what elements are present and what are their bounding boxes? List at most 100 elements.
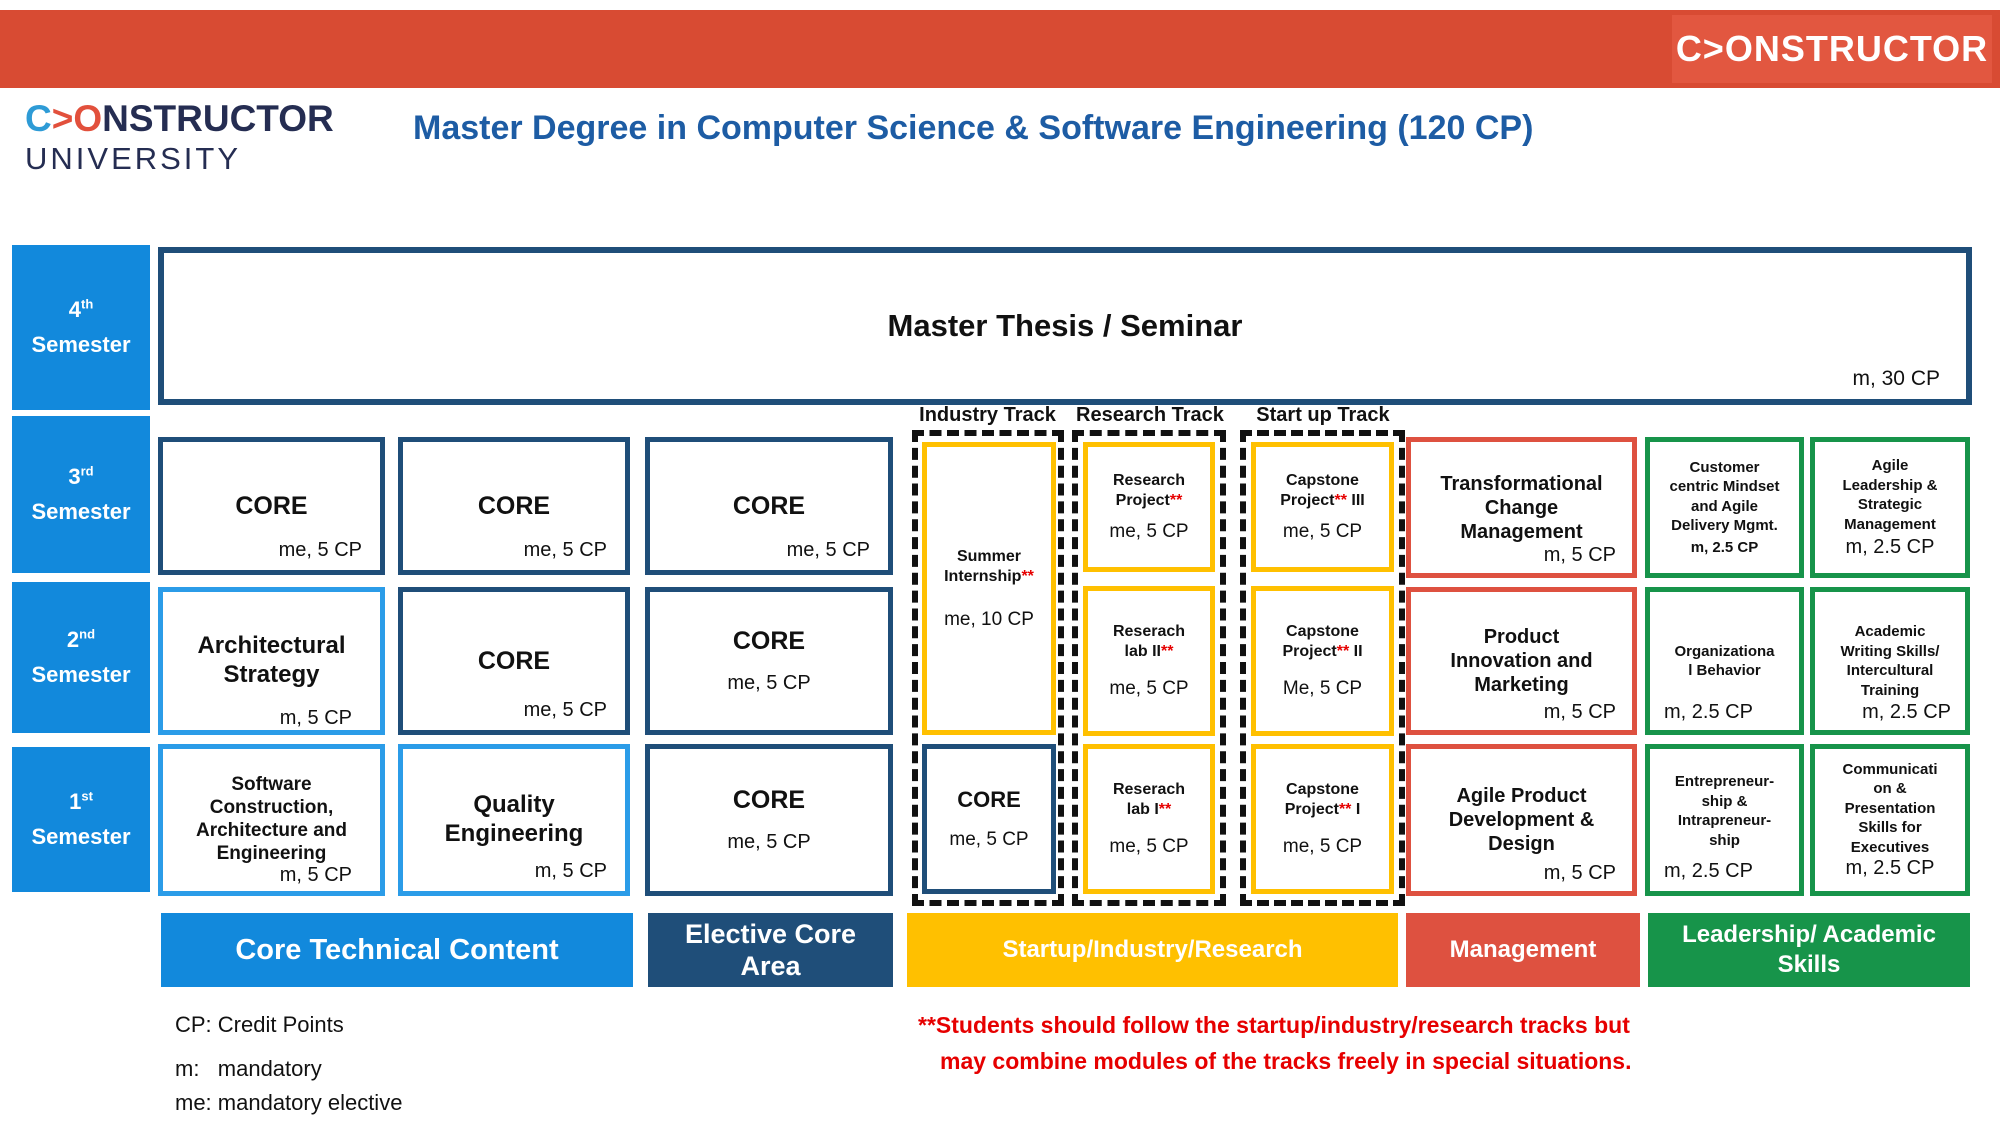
- module-credit: m, 2.5 CP: [1664, 860, 1753, 882]
- module-credit: Me, 5 CP: [1282, 678, 1363, 699]
- constructor-logo: C>ONSTRUCTOR: [1675, 28, 1989, 69]
- module-credit: m, 5 CP: [1543, 544, 1616, 566]
- module-architectural-strategy: Architectural Strategy m, 5 CP: [158, 587, 385, 735]
- module-title: CORE: [235, 491, 308, 520]
- module-title: Reserach lab I**: [1112, 781, 1186, 818]
- semester-ordinal: 3rd: [68, 464, 94, 490]
- double-asterisk-marker: **: [1158, 801, 1172, 818]
- page-title: Master Degree in Computer Science & Soft…: [413, 109, 1534, 147]
- module-credit: me, 5 CP: [786, 539, 870, 561]
- research-track-frame: [1072, 430, 1226, 906]
- logo-letter-o: O: [73, 98, 103, 139]
- module-core-3-3: CORE me, 5 CP: [645, 437, 893, 575]
- legend-me: me: mandatory elective: [175, 1090, 403, 1116]
- banner-startup-industry-research: Startup/Industry/Research: [907, 913, 1398, 987]
- module-summer-internship: Summer Internship** me, 10 CP: [922, 442, 1056, 735]
- university-logo-wordmark: C>ONSTRUCTOR: [25, 98, 334, 139]
- module-credit: m, 2.5 CP: [1845, 857, 1935, 880]
- module-credit: me, 5 CP: [1109, 521, 1189, 542]
- module-title: CORE: [732, 491, 806, 520]
- module-title: Research Project**: [1112, 472, 1186, 509]
- module-credit: m, 30 CP: [1852, 367, 1940, 390]
- module-title: Product Innovation and Marketing: [1450, 626, 1593, 696]
- module-credit: m, 2.5 CP: [1664, 701, 1753, 723]
- module-software-construction: Software Construction, Architecture and …: [158, 744, 385, 896]
- industry-track-label: Industry Track: [919, 404, 1056, 426]
- module-credit: me, 10 CP: [944, 608, 1034, 630]
- module-industry-core: CORE me, 5 CP: [922, 744, 1056, 894]
- module-organizational-behavior: Organizationa l Behavior m, 2.5 CP: [1645, 587, 1804, 735]
- semester-word: Semester: [31, 823, 131, 849]
- module-research-project: Research Project** me, 5 CP: [1083, 442, 1215, 572]
- module-title: Software Construction, Architecture and …: [196, 774, 347, 864]
- module-credit: me, 5 CP: [727, 672, 811, 694]
- module-agile-leadership: Agile Leadership & Strategic Management …: [1810, 437, 1970, 578]
- module-entrepreneurship: Entrepreneur- ship & Intrapreneur- ship …: [1645, 744, 1804, 896]
- university-logo-subline: UNIVERSITY: [25, 140, 242, 176]
- startup-track-label: Start up Track: [1256, 404, 1390, 426]
- module-title: Quality Engineering: [444, 791, 584, 847]
- semester-word: Semester: [31, 661, 131, 687]
- module-capstone-2: Capstone Project** II Me, 5 CP: [1251, 586, 1394, 736]
- module-credit: m, 5 CP: [279, 707, 352, 729]
- module-core-1-3: CORE me, 5 CP: [645, 744, 893, 896]
- module-credit: m, 5 CP: [1543, 701, 1616, 723]
- module-capstone-3: Capstone Project** III me, 5 CP: [1251, 442, 1394, 572]
- module-title: CORE: [477, 646, 551, 675]
- research-track-label: Research Track: [1076, 404, 1224, 426]
- constructor-logo-patch: C>ONSTRUCTOR: [1672, 15, 1992, 83]
- module-title: CORE: [477, 491, 551, 520]
- module-core-2-3: CORE me, 5 CP: [645, 587, 893, 735]
- module-credit: me, 5 CP: [1282, 836, 1363, 857]
- module-research-lab-1: Reserach lab I** me, 5 CP: [1083, 744, 1215, 894]
- module-customer-centric-mindset: Customer centric Mindset and Agile Deliv…: [1645, 437, 1804, 578]
- tracks-footnote: **Students should follow the startup/ind…: [918, 1008, 1632, 1079]
- semester-label-3rd: 3rd Semester: [12, 416, 150, 573]
- logo-letter-c: C: [25, 98, 52, 139]
- module-transformational-change: Transformational Change Management m, 5 …: [1406, 437, 1637, 578]
- module-core-3-1: CORE me, 5 CP: [158, 437, 385, 575]
- semester-word: Semester: [31, 498, 131, 524]
- legend: CP: Credit Points m: mandatory me: manda…: [175, 1008, 402, 1120]
- module-title: Organizationa l Behavior: [1674, 642, 1775, 680]
- module-credit: m, 2.5 CP: [1862, 701, 1951, 723]
- banner-management: Management: [1406, 913, 1640, 987]
- module-credit: me, 5 CP: [1109, 678, 1189, 699]
- logo-rest: NSTRUCTOR: [102, 98, 334, 139]
- module-credit: m, 5 CP: [534, 860, 607, 882]
- module-credit: me, 5 CP: [523, 699, 607, 721]
- module-title: CORE: [957, 787, 1021, 812]
- double-asterisk-marker: **: [1160, 643, 1174, 660]
- semester-ordinal: 2nd: [66, 627, 96, 653]
- module-title: Reserach lab II**: [1112, 623, 1186, 660]
- module-title: Agile Product Development & Design: [1448, 785, 1595, 855]
- top-banner: C>ONSTRUCTOR: [0, 10, 2000, 88]
- module-communication-presentation: Communicati on & Presentation Skills for…: [1810, 744, 1970, 896]
- logo-arrow-icon: >: [51, 98, 74, 139]
- semester-label-4th: 4th Semester: [12, 245, 150, 410]
- module-title: Communicati on & Presentation Skills for…: [1842, 760, 1938, 856]
- banner-core-technical-content: Core Technical Content: [161, 913, 633, 987]
- module-title: Academic Writing Skills/ Intercultural T…: [1840, 623, 1940, 699]
- module-credit: me, 5 CP: [727, 831, 811, 853]
- semester-label-1st: 1st Semester: [12, 747, 150, 892]
- module-master-thesis: Master Thesis / Seminar m, 30 CP: [158, 247, 1972, 405]
- module-credit: me, 5 CP: [278, 539, 362, 561]
- double-asterisk-marker: **: [1338, 801, 1352, 818]
- semester-word: Semester: [31, 331, 131, 357]
- module-title: Transformational Change Management: [1440, 472, 1603, 543]
- module-credit: me, 5 CP: [1109, 836, 1189, 857]
- banner-elective-core-area: Elective Core Area: [648, 913, 893, 987]
- module-credit: m, 5 CP: [1543, 862, 1616, 884]
- footnote-line-1: **Students should follow the startup/ind…: [918, 1012, 1630, 1038]
- university-logo: C>ONSTRUCTOR UNIVERSITY: [25, 98, 334, 177]
- startup-track-frame: [1240, 430, 1405, 906]
- module-title: CORE: [732, 627, 806, 655]
- module-title: Customer centric Mindset and Agile Deliv…: [1669, 458, 1780, 535]
- module-title: Capstone Project** I: [1284, 781, 1361, 818]
- module-title: Master Thesis / Seminar: [887, 308, 1243, 343]
- module-title: Capstone Project** III: [1280, 472, 1365, 509]
- module-credit: me, 5 CP: [523, 539, 607, 561]
- semester-ordinal: 4th: [68, 297, 94, 323]
- module-research-lab-2: Reserach lab II** me, 5 CP: [1083, 586, 1215, 736]
